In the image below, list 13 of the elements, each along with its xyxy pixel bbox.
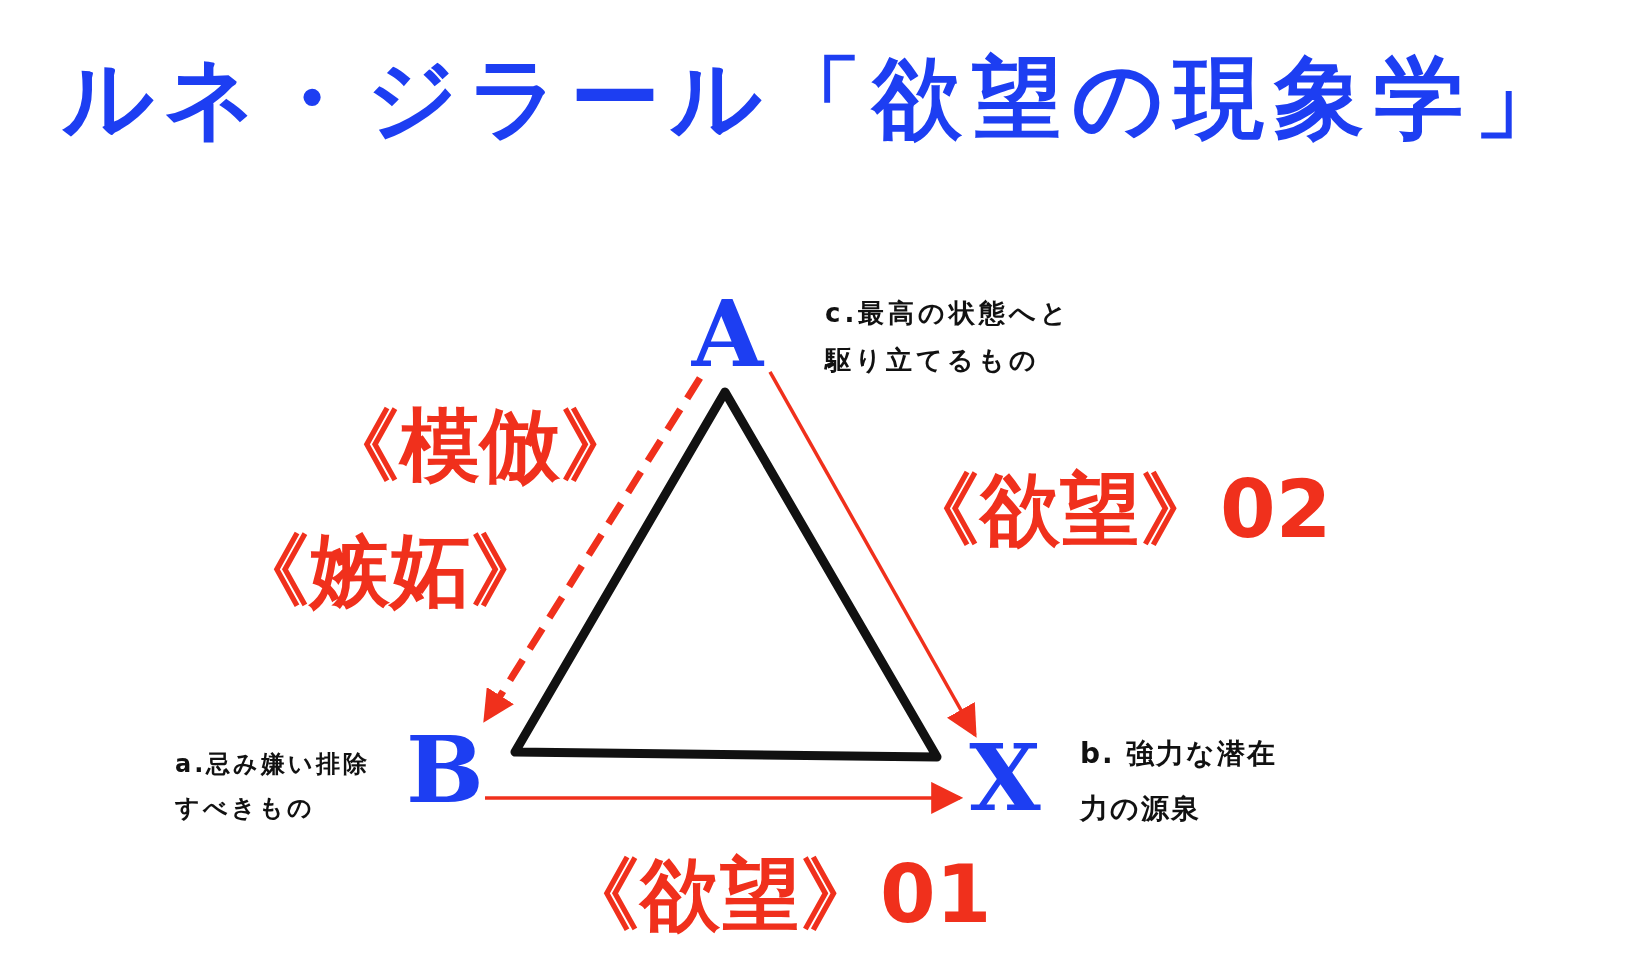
vertex-letter: A [685,290,770,378]
note-text: c.最高の状態へと駆り立てるもの [825,297,1073,377]
edge-label: 《欲望》02 [900,462,1333,558]
edge-label: 《欲望》01 [560,847,993,943]
arrow [485,781,964,814]
title: ルネ・ジラール「欲望の現象学」 [61,44,1575,152]
arrow [768,370,977,738]
note-text: a.忌み嫌い排除すべきもの [175,749,372,824]
edge-label: 《模倣》《嫉妬》 [230,398,641,619]
arrow [482,376,703,723]
vertex-letter: B [405,720,485,820]
note-text: b. 強力な潜在力の源泉 [1080,736,1279,827]
vertex-letter: X [960,735,1050,820]
